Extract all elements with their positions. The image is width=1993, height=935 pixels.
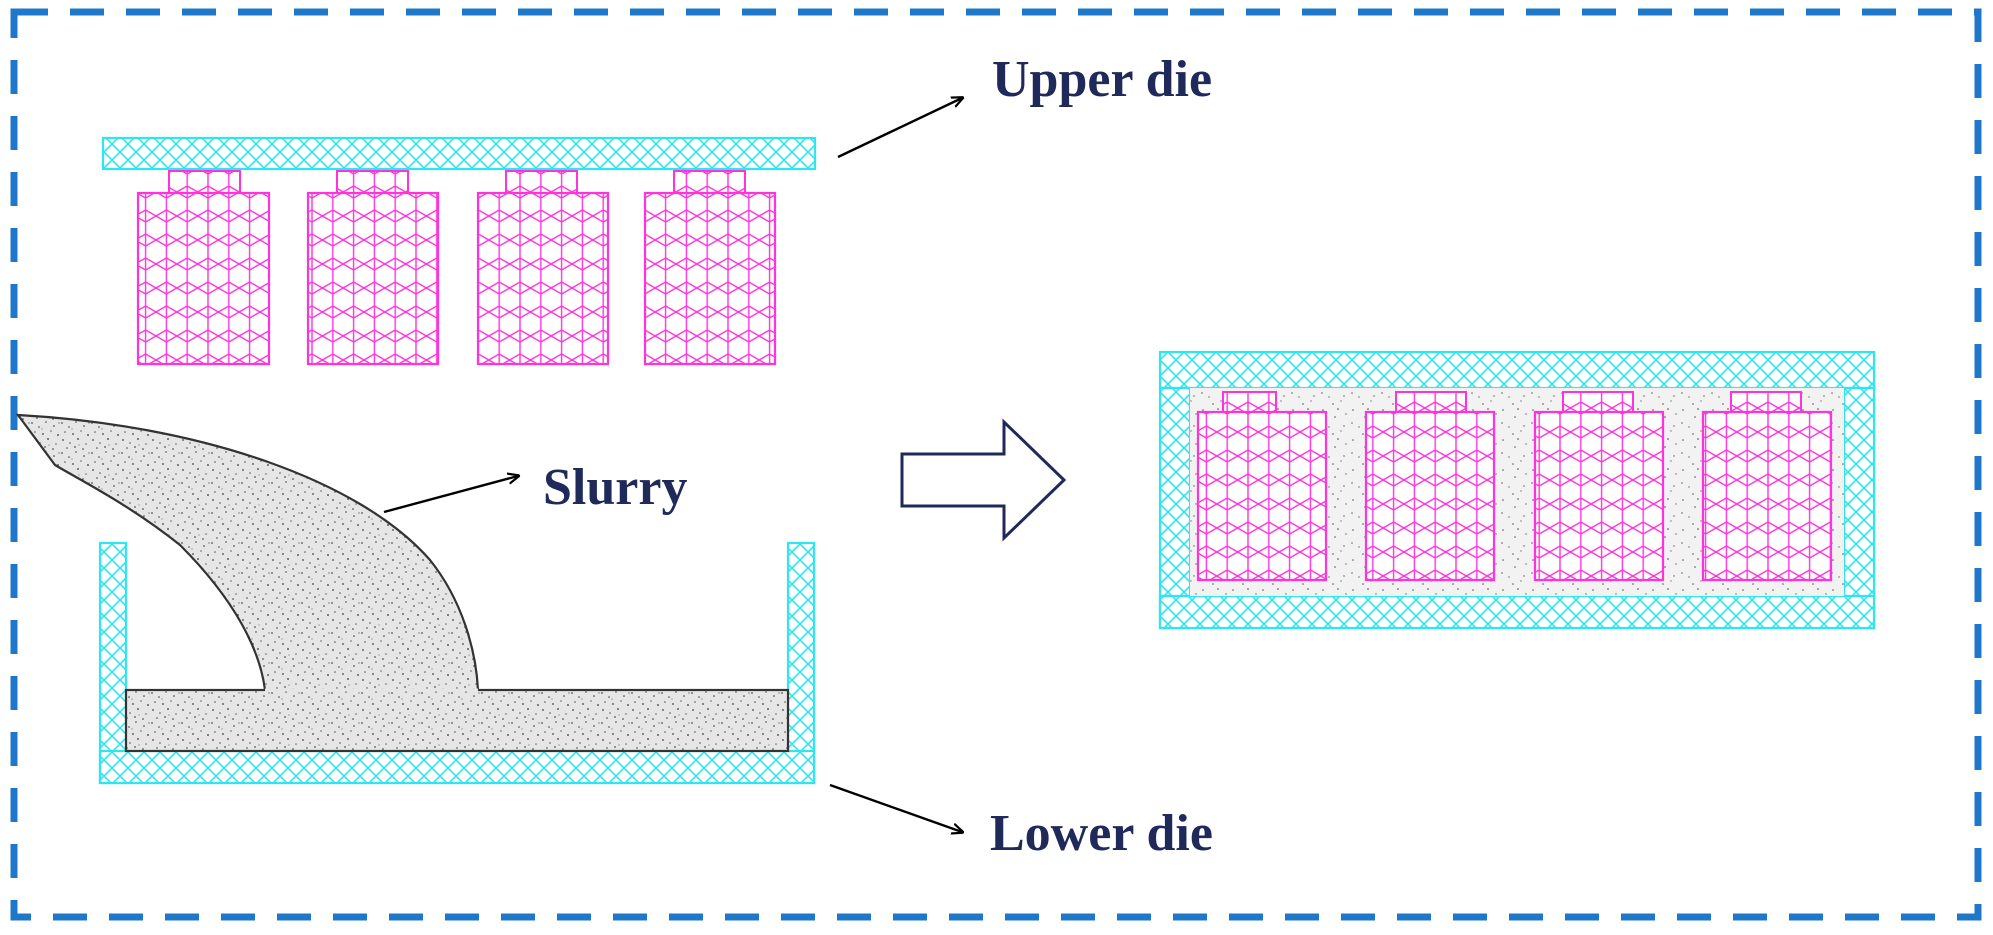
arrow-pointer-icon bbox=[837, 98, 962, 159]
mesh-block bbox=[1701, 391, 1833, 582]
mesh-block bbox=[1196, 391, 1328, 582]
mesh-blocks-embedded bbox=[1196, 391, 1833, 582]
mesh-block bbox=[136, 170, 271, 366]
right-arrow-icon bbox=[900, 418, 1067, 542]
mesh-block bbox=[643, 170, 777, 366]
mesh-block bbox=[1533, 391, 1665, 582]
arrow-pointer-icon bbox=[383, 476, 518, 514]
dashed-frame bbox=[10, 8, 1982, 921]
slurry-flow bbox=[15, 413, 790, 753]
slurry-label: Slurry bbox=[543, 459, 688, 516]
arrow-pointer-icon bbox=[829, 783, 962, 832]
mesh-block bbox=[306, 170, 440, 366]
lower-die-label: Lower die bbox=[990, 805, 1213, 862]
upper-die bbox=[101, 136, 817, 171]
upper-die-label: Upper die bbox=[992, 51, 1213, 108]
mesh-block bbox=[1364, 391, 1496, 582]
mesh-block bbox=[476, 170, 610, 366]
mesh-blocks-upper bbox=[136, 170, 777, 366]
